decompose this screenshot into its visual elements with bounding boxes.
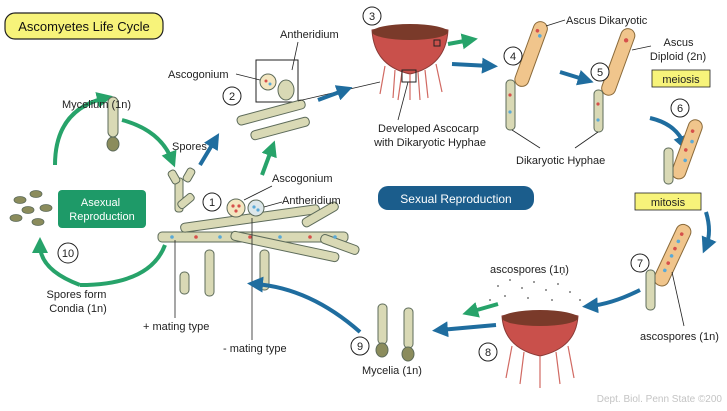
antheridium-top-label: Antheridium (280, 29, 339, 41)
svg-text:meiosis: meiosis (662, 74, 700, 86)
step-9: 9 (351, 337, 369, 355)
arrow-to-step4 (452, 64, 490, 66)
svg-text:3: 3 (369, 11, 375, 23)
spores-label: Spores (172, 141, 207, 153)
step-3: 3 (363, 7, 381, 25)
ascus-ascospores (652, 222, 693, 288)
svg-text:mitosis: mitosis (651, 197, 686, 209)
svg-text:2: 2 (229, 91, 235, 103)
svg-text:Sexual Reproduction: Sexual Reproduction (400, 192, 511, 206)
arrow-to-step6 (650, 118, 684, 144)
ascospores-right-label: ascospores (1n) (640, 331, 719, 343)
step-5: 5 (591, 63, 609, 81)
step-1: 1 (203, 193, 221, 211)
plus-mating-label: + mating type (143, 321, 209, 333)
asexual-reproduction-badge: Asexual Reproduction (58, 190, 146, 228)
ascospores-top-label: ascospores (1n) (490, 264, 569, 276)
svg-text:4: 4 (510, 51, 516, 63)
ascogonium-top-label: Ascogonium (168, 69, 229, 81)
arrow-ascospore-green (470, 304, 498, 312)
svg-text:6: 6 (677, 103, 683, 115)
dikaryotic-hypha-4 (506, 80, 515, 130)
arrow-to-ascus (448, 40, 470, 44)
mycelia-pair (376, 304, 414, 361)
arrow-to-step8 (590, 290, 640, 306)
arrow-to-step5 (560, 72, 586, 80)
meiosis-badge: meiosis (652, 70, 710, 87)
arrow-to-step7 (706, 212, 709, 246)
hypha-7 (646, 270, 655, 310)
svg-text:1: 1 (209, 197, 215, 209)
svg-text:5: 5 (597, 67, 603, 79)
svg-text:7: 7 (637, 258, 643, 270)
step-8: 8 (479, 343, 497, 361)
svg-text:10: 10 (62, 248, 74, 260)
step-6: 6 (671, 99, 689, 117)
arrow-hyphae-to-conidia (80, 245, 165, 285)
svg-text:8: 8 (485, 347, 491, 359)
ascogonium-mid (227, 199, 245, 217)
antheridium-mid (248, 200, 264, 216)
ascocarp-bottom (502, 310, 578, 388)
ascus-diploid (600, 27, 637, 98)
ascus-dikaryotic-label: Ascus Dikaryotic (566, 15, 648, 27)
ascus-diploid-label: Ascus Diploid (2n) (650, 37, 706, 63)
step-10: 10 (58, 243, 78, 263)
step2-mating-structure (236, 60, 310, 141)
step-markers: 1 2 3 4 5 6 7 8 9 10 (58, 7, 689, 361)
spore-hyphae (167, 167, 196, 212)
ascocarp-label: Developed Ascocarp with Dikaryotic Hypha… (373, 123, 486, 149)
ascocarp-top (372, 24, 448, 100)
mitosis-badge: mitosis (635, 193, 701, 210)
conidia-spores (10, 191, 52, 226)
antheridium-mid-label: Antheridium (282, 195, 341, 207)
dikaryotic-hyphae-label: Dikaryotic Hyphae (516, 155, 605, 167)
ascogonium-mid-label: Ascogonium (272, 173, 333, 185)
arrow-mycelium-to-spores (122, 120, 172, 160)
arrow-to-step9 (440, 325, 496, 330)
arrow-to-hyphae (255, 284, 360, 332)
step-4: 4 (504, 47, 522, 65)
mycelium-label: Mycelium (1n) (62, 99, 131, 111)
dikaryotic-hypha-5 (594, 90, 603, 132)
sexual-reproduction-badge: Sexual Reproduction (378, 186, 534, 210)
step-2: 2 (223, 87, 241, 105)
hypha-6 (664, 148, 673, 184)
spores-form-label: Spores form Condia (1n) (47, 289, 110, 315)
diagram-title: Ascomyetes Life Cycle (18, 19, 150, 34)
title-box: Ascomyetes Life Cycle (5, 13, 163, 39)
minus-mating-label: - mating type (223, 343, 287, 355)
svg-text:9: 9 (357, 341, 363, 353)
arrow-to-step2b (262, 148, 272, 175)
ascus-meiosis (670, 118, 704, 181)
step-7: 7 (631, 254, 649, 272)
mycelia-label: Mycelia (1n) (362, 365, 422, 377)
arrow-to-ascocarp (318, 90, 345, 100)
credit-label: Dept. Biol. Penn State ©200 (597, 394, 723, 405)
